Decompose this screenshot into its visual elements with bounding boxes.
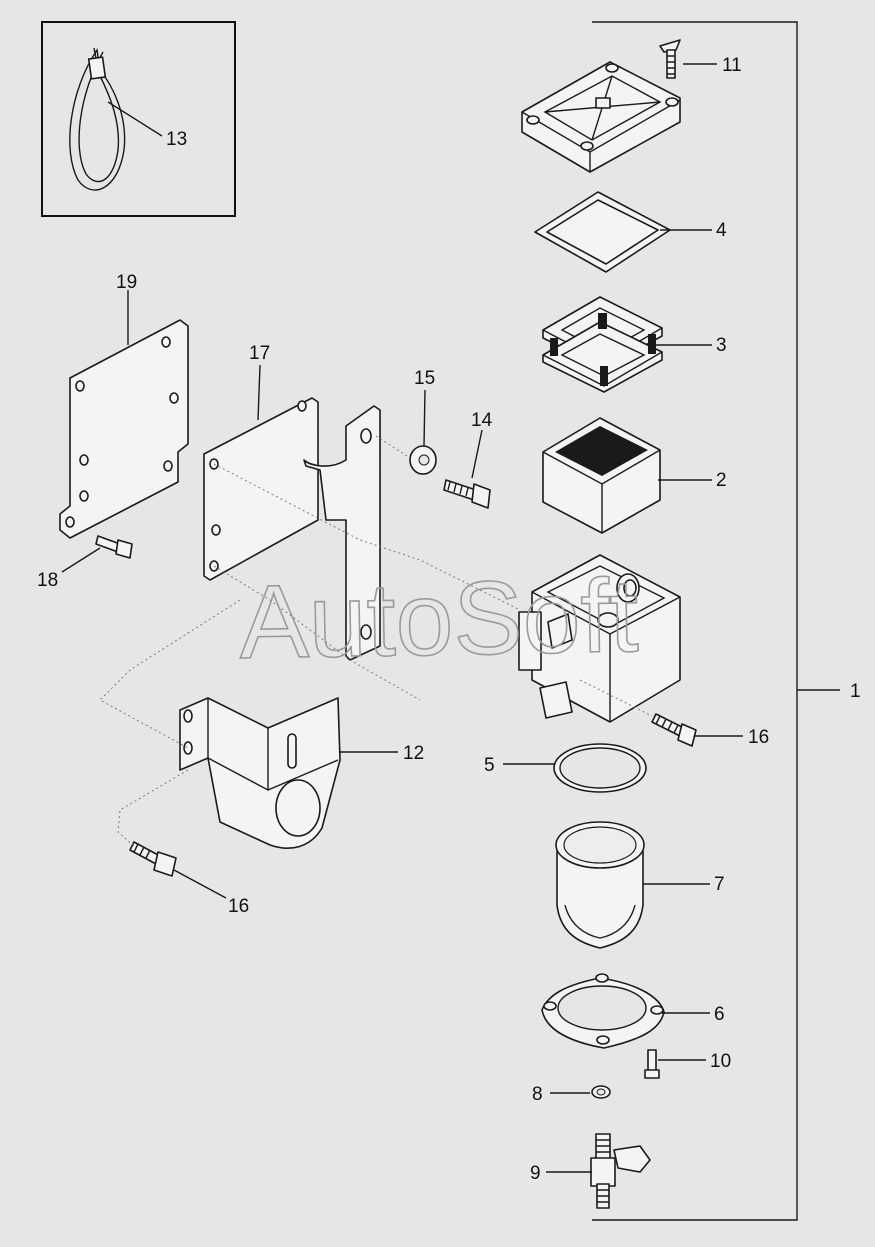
callout-12: 12 [403,743,424,764]
callout-6: 6 [714,1004,725,1025]
plate-part-17 [203,397,381,661]
callout-18: 18 [37,570,58,591]
small-o-ring-part-8 [591,1085,611,1099]
assembly-guide-lines [99,435,653,847]
drain-valve-part-9 [590,1133,651,1209]
callout-9: 9 [530,1163,541,1184]
callout-15: 15 [414,368,435,389]
callout-14: 14 [471,410,493,431]
callout-2: 2 [716,470,727,491]
spring-frame-part-3 [542,296,663,393]
cable-tie-part-13 [69,47,126,191]
callout-5: 5 [484,755,495,776]
filter-element-part-2 [542,417,661,534]
wing-screw-11 [659,39,681,79]
bolt-part-18 [95,535,133,559]
callout-13: 13 [166,129,187,150]
plate-part-19 [59,319,189,539]
screw-part-10 [644,1049,660,1079]
filter-housing [518,554,681,723]
o-ring-part-5 [553,743,647,793]
filter-head-part-11 [521,39,681,173]
watermark: AutoSoft [238,558,639,681]
callout-7: 7 [714,874,725,895]
callout-1: 1 [850,681,861,702]
callout-17: 17 [249,343,270,364]
callout-8: 8 [532,1084,543,1105]
bowl-part-7 [555,821,645,949]
washer-part-15 [409,445,437,475]
callout-19: 19 [116,272,137,293]
bolt-part-16-upper [651,713,697,747]
callout-11: 11 [722,55,742,76]
callout-16-upper: 16 [748,727,769,748]
callout-labels: 1 2 3 4 5 6 7 8 9 10 11 12 13 14 15 16 1… [37,55,861,1184]
callout-16-lower: 16 [228,896,249,917]
callout-4: 4 [716,220,727,241]
bolt-part-14 [443,479,491,509]
assembly-bracket [592,21,840,1221]
callout-3: 3 [716,335,727,356]
inset-box [41,21,236,217]
bolt-part-16-lower [129,841,177,877]
callout-10: 10 [710,1051,731,1072]
leader-lines [61,63,743,1173]
ring-nut-part-6 [541,973,665,1049]
bracket-part-12 [179,697,341,849]
gasket-part-4 [534,191,671,273]
